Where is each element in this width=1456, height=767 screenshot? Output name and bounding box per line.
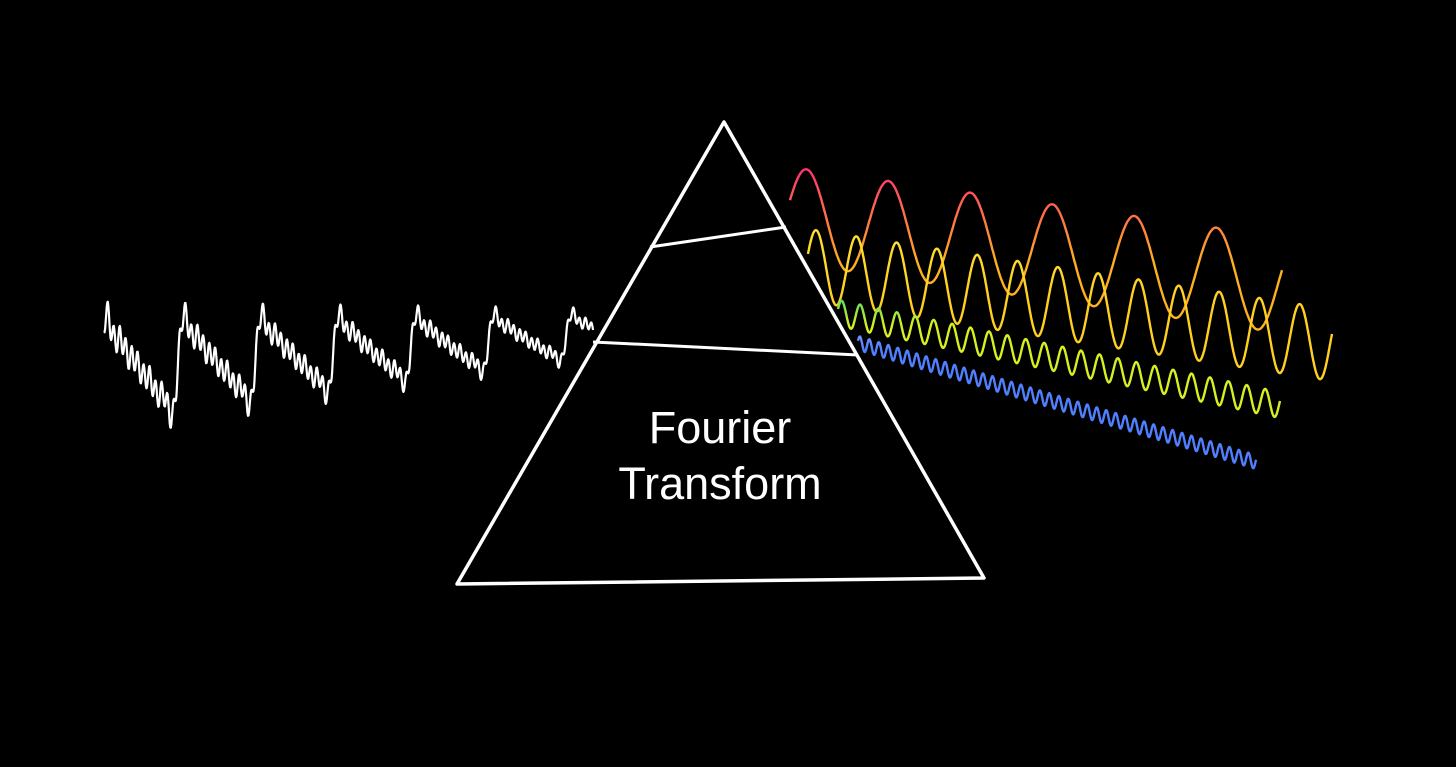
input-signal-wave bbox=[103, 300, 595, 429]
title-line-transform: Transform bbox=[618, 458, 822, 509]
output-wave-4 bbox=[856, 335, 1258, 470]
prism-upper-inner-line bbox=[649, 225, 787, 249]
output-wave-1 bbox=[788, 168, 1284, 331]
prism-lower-inner-line bbox=[592, 340, 859, 357]
prism-triangle bbox=[455, 120, 986, 586]
title-line-fourier: Fourier bbox=[648, 402, 792, 453]
output-wave-2 bbox=[806, 228, 1334, 381]
output-frequency-waves bbox=[788, 168, 1334, 470]
output-wave-3 bbox=[836, 299, 1282, 419]
